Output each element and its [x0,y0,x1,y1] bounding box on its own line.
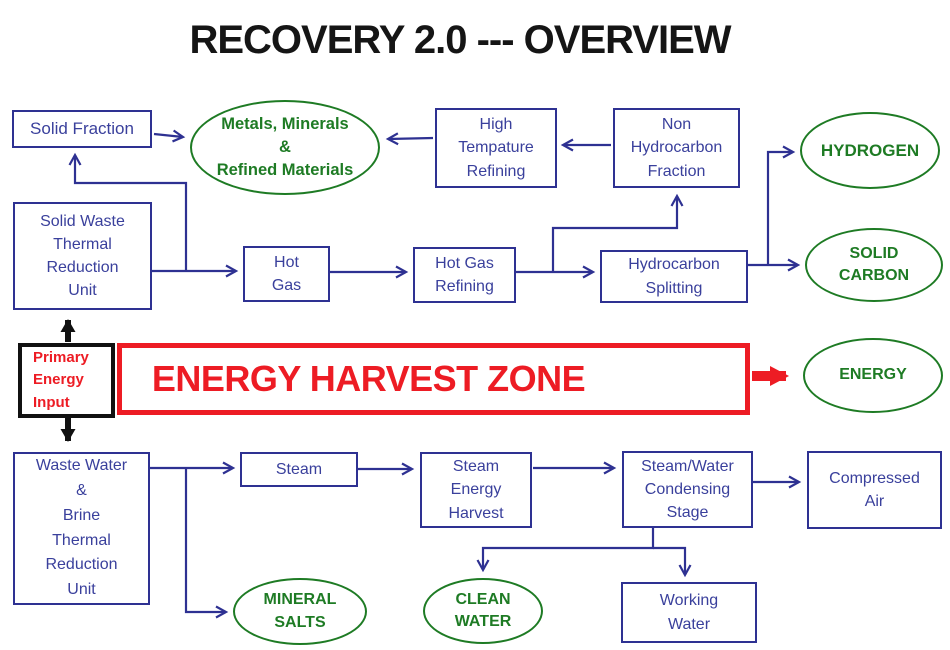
arrow-condensing-to-clean-water [476,528,655,573]
node-hot-gas: Hot Gas [243,246,330,302]
arrow-high-temp-refining-to-metals [385,132,434,146]
node-solid-carbon: SOLID CARBON [805,228,943,302]
node-energy: ENERGY [803,338,943,413]
node-solid-fraction: Solid Fraction [12,110,152,148]
node-hot-gas-refining: Hot Gas Refining [413,247,516,303]
arrow-branch-to-mineral-salts [184,468,229,619]
node-steam-water-condensing: Steam/Water Condensing Stage [622,451,753,528]
node-primary-energy-input: Primary Energy Input [18,343,115,418]
node-waste-water-unit: Waste Water & Brine Thermal Reduction Un… [13,452,150,605]
node-metals-minerals: Metals, Minerals & Refined Materials [190,100,380,195]
node-hydrogen: HYDROGEN [800,112,940,189]
node-high-temp-refining: High Tempature Refining [435,108,557,188]
arrow-condensing-to-working-water [653,546,692,578]
arrow-solid-fraction-to-metals [153,129,186,143]
node-solid-waste-unit: Solid Waste Thermal Reduction Unit [13,202,152,310]
node-energy-harvest-zone: ENERGY HARVEST ZONE [117,343,750,415]
node-mineral-salts: MINERAL SALTS [233,578,367,645]
page-title: RECOVERY 2.0 --- OVERVIEW [189,18,731,62]
node-steam-energy-harvest: Steam Energy Harvest [420,452,532,528]
node-hydrocarbon-splitting: Hydrocarbon Splitting [600,250,748,303]
node-steam: Steam [240,452,358,487]
arrow-branch-to-hydrogen [766,145,796,265]
node-clean-water: CLEAN WATER [423,578,543,644]
node-non-hydrocarbon-fraction: Non Hydrocarbon Fraction [613,108,740,188]
node-working-water: Working Water [621,582,757,643]
node-compressed-air: Compressed Air [807,451,942,529]
